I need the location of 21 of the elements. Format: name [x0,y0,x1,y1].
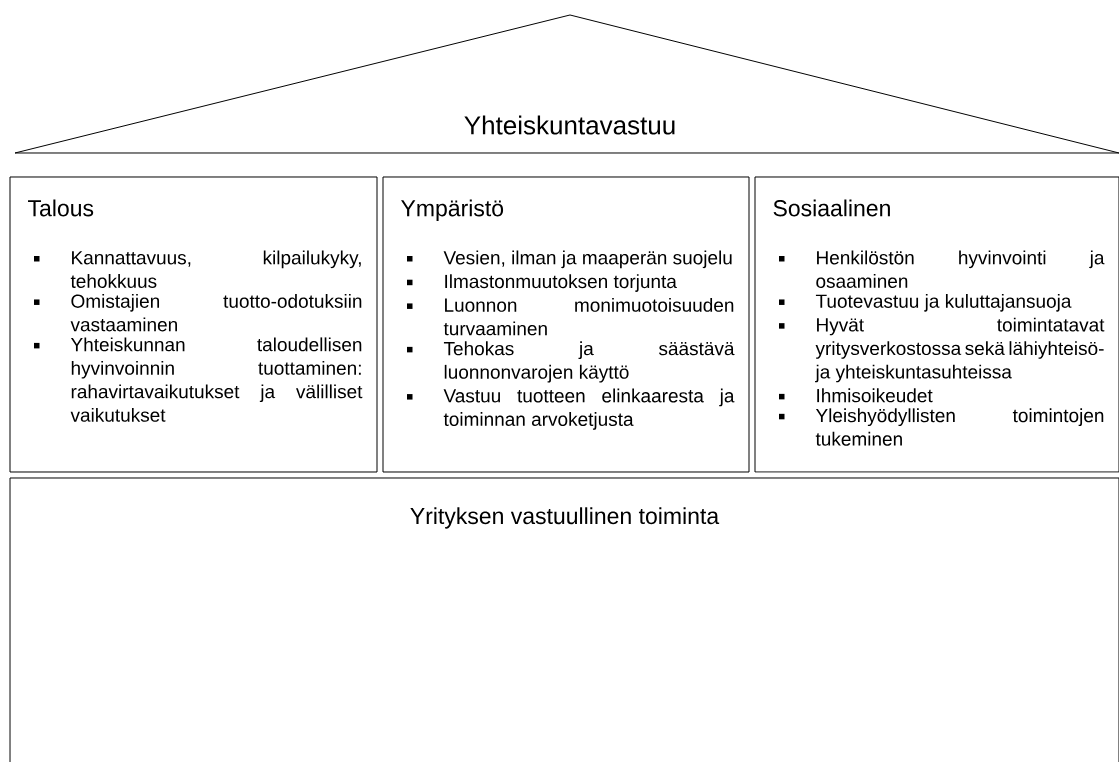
pillar-heading: Sosiaalinen [773,199,890,217]
bullet-item: Luonnon monimuotoisuuden turvaaminen [407,297,734,336]
base-box: Yrityksen vastuullinen toiminta [9,477,1119,762]
bullet-item: Ihmisoikeudet [779,388,933,403]
bullet-item: Tehokas ja säästävä luonnonvarojen käyttö [407,341,735,383]
pillar-box [382,176,750,473]
bullet-item: Yhteiskunnan taloudellisen hyvinvoinnin tuottaminen: rahavirtavaikutukset ja välilliset vaikutukset [34,337,363,422]
pillar-heading: Talous [28,199,94,217]
bullet-item: Omistajien tuotto-odotuksiin vastaaminen [34,293,362,332]
bullet-item: Henkilöstön hyvinvointi ja osaaminen [779,250,1105,288]
pillar-box [754,176,1119,473]
bullet-item: Vesien, ilman ja maaperän suojelu [407,250,732,269]
bullet-item: Kannattavuus, kilpailukyky, tehokkuus [34,250,361,288]
bullet-item: Yleishyödyllisten toimintojen tukeminen [779,408,1104,446]
bullet-item: Hyvät toimintatavat yritysverkostossa sekä lähiyhteisö- ja yhteiskuntasuhteissa [779,317,1105,383]
roof-triangle: Yhteiskuntavastuu [14,14,1119,154]
pillar-heading: Ympäristö [401,199,504,221]
bullet-item: Ilmastonmuutoksen torjunta [407,274,677,292]
bullet-item: Vastuu tuotteen elinkaaresta ja toiminnan arvoketjusta [407,388,735,430]
pillar-box [9,176,378,473]
bullet-item: Tuotevastuu ja kuluttajansuoja [779,293,1072,312]
